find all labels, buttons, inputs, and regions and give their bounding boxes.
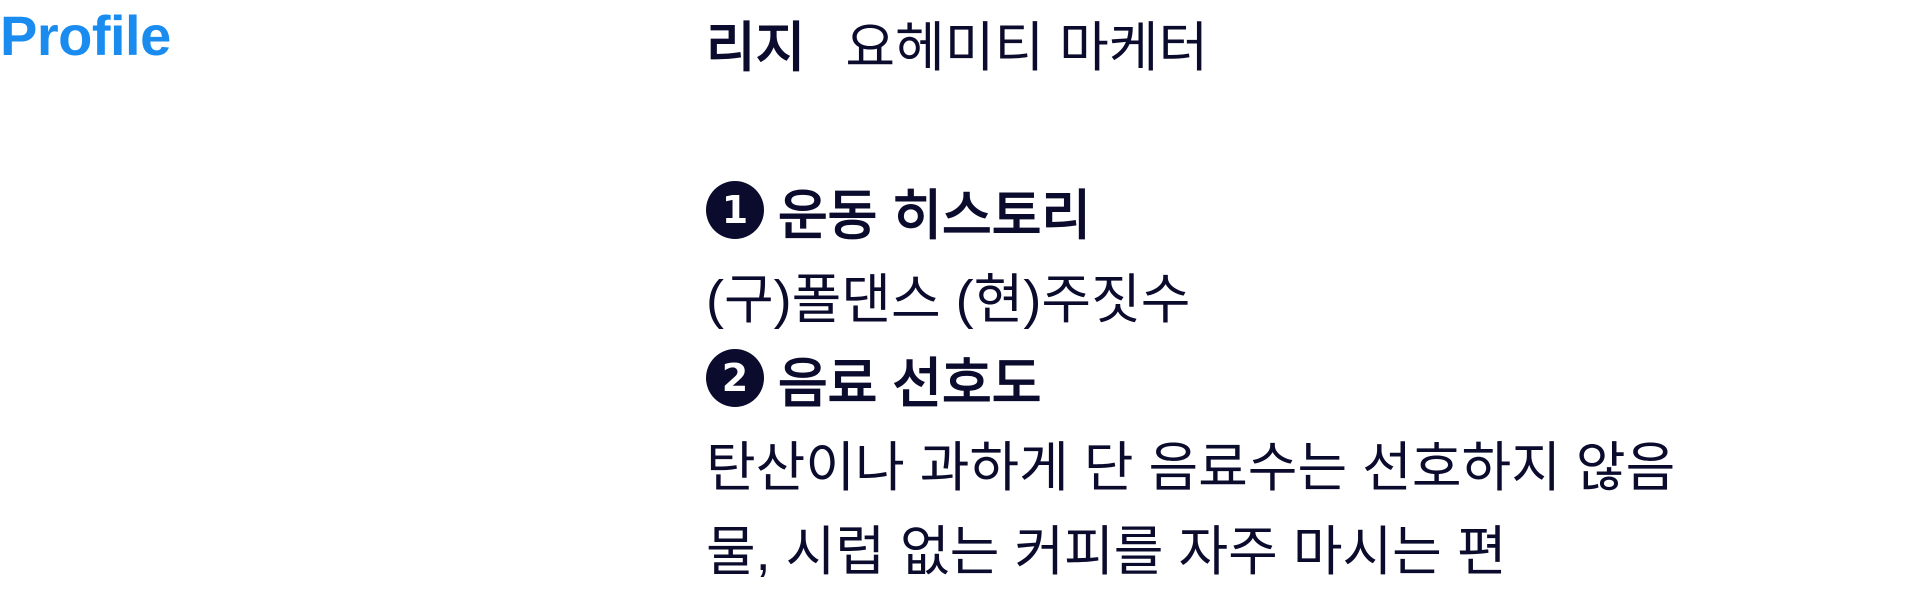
number-badge-2: 2 <box>706 349 764 407</box>
item-heading-exercise: 1 운동 히스토리 <box>706 172 1091 248</box>
person-name: 리지 <box>706 17 806 78</box>
number-badge-1: 1 <box>706 181 764 239</box>
item-heading-drink: 2 음료 선호도 <box>706 340 1041 416</box>
item-text-drink-2: 물, 시럽 없는 커피를 자주 마시는 편 <box>706 521 1507 582</box>
item-text-drink-1: 탄산이나 과하게 단 음료수는 선호하지 않음 <box>706 437 1676 498</box>
section-label: Profile <box>0 4 171 67</box>
item-title-drink: 음료 선호도 <box>778 353 1042 414</box>
item-text-exercise: (구)폴댄스 (현)주짓수 <box>706 269 1191 330</box>
person-role: 요헤미티 마케터 <box>845 17 1209 78</box>
item-title-exercise: 운동 히스토리 <box>778 185 1092 246</box>
profile-header: 리지 요헤미티 마케터 <box>706 4 1208 80</box>
